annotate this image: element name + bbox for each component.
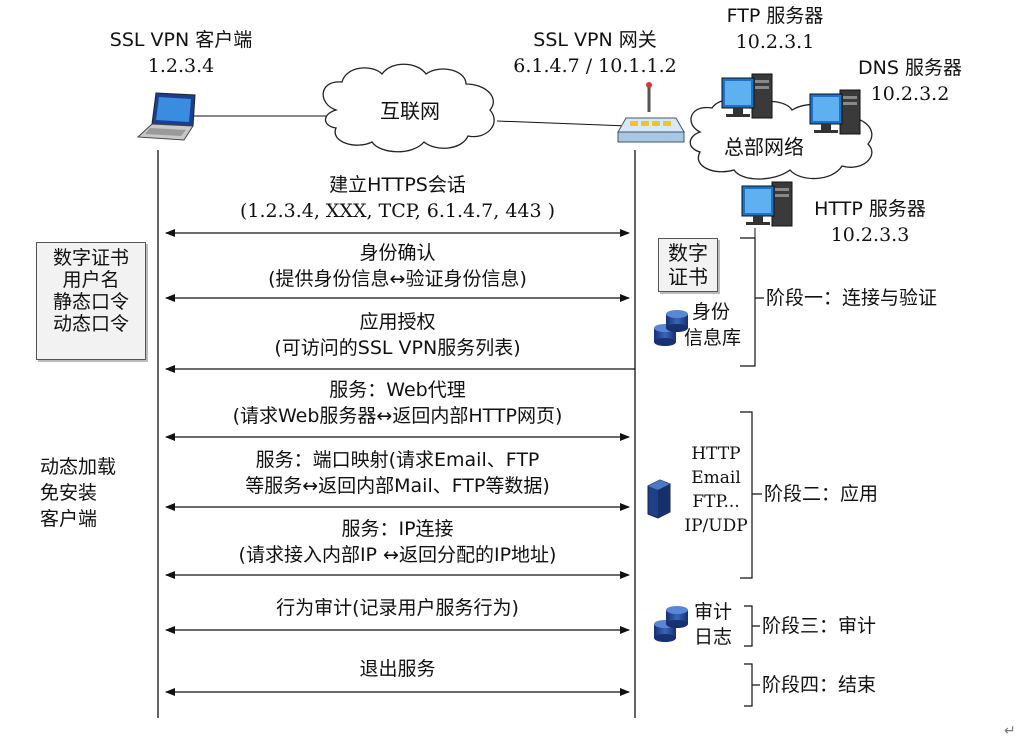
- phase-label-3: 阶段三：审计: [762, 615, 877, 637]
- phase-label-2: 阶段二：应用: [764, 483, 879, 505]
- message-label-main: 身份确认: [359, 242, 436, 264]
- gateway-name-label: SSL VPN 网关: [533, 29, 657, 51]
- identity-database-icon: [654, 310, 688, 346]
- protocol-label: HTTP: [691, 444, 741, 464]
- http-server-icon: [741, 181, 793, 227]
- phase2-bracket: [740, 411, 762, 579]
- client-credentials-box: 数字证书 用户名 静态口令 动态口令: [36, 242, 146, 360]
- identity-db-label: 信息库: [684, 327, 742, 349]
- credential-item: 静态口令: [52, 291, 129, 313]
- phase-label-1: 阶段一：连接与验证: [766, 287, 938, 309]
- message-label-detail: 等服务↔返回内部Mail、FTP等数据): [245, 475, 550, 497]
- hq-network-label: 总部网络: [724, 135, 804, 159]
- client-name-label: SSL VPN 客户端: [109, 29, 253, 51]
- message-label-detail: (提供身份信息↔验证身份信息): [268, 268, 527, 290]
- gateway-ip-label: 6.1.4.7 / 10.1.1.2: [513, 55, 677, 77]
- http-server-name-label: HTTP 服务器: [814, 198, 926, 220]
- client-note-line: 动态加载: [40, 456, 117, 478]
- message-label-main: 行为审计(记录用户服务行为): [276, 597, 519, 619]
- phase4-bracket: [744, 663, 760, 707]
- message-label-detail: (请求Web服务器↔返回内部HTTP网页): [232, 405, 563, 427]
- dns-server-ip-label: 10.2.3.2: [870, 83, 950, 105]
- message-label-main: 服务：Web代理: [329, 379, 466, 401]
- protocol-label: Email: [691, 468, 741, 488]
- certificate-label: 数字: [668, 241, 708, 265]
- phase3-bracket: [744, 605, 760, 647]
- message-label-main: 应用授权: [359, 311, 436, 333]
- laptop-icon: [136, 92, 196, 141]
- client-note-line: 免安装: [40, 482, 98, 504]
- dns-server-icon: [809, 89, 861, 135]
- internet-cloud-icon: [322, 63, 495, 153]
- paragraph-mark-icon: ↵: [1004, 723, 1016, 739]
- ftp-server-name-label: FTP 服务器: [726, 5, 824, 27]
- audit-database-icon: [654, 606, 688, 642]
- internet-label: 互联网: [380, 99, 440, 123]
- dns-server-name-label: DNS 服务器: [858, 57, 962, 79]
- protocol-label: FTP...: [692, 492, 740, 512]
- http-server-ip-label: 10.2.3.3: [830, 224, 910, 246]
- message-label-detail: (1.2.3.4, XXX, TCP, 6.1.4.7, 443 ): [239, 200, 556, 222]
- message-label-detail: (请求接入内部IP ↔返回分配的IP地址): [238, 544, 557, 566]
- audit-log-label: 日志: [694, 626, 733, 648]
- phase1-bracket: [740, 237, 764, 367]
- message-label-main: 服务：IP连接: [341, 518, 454, 540]
- ftp-server-icon: [721, 73, 773, 119]
- identity-db-label: 身份: [692, 301, 731, 323]
- audit-log-label: 审计: [694, 601, 733, 623]
- ftp-server-ip-label: 10.2.3.1: [735, 31, 815, 53]
- message-label-main: 建立HTTPS会话: [329, 174, 466, 196]
- message-label-main: 退出服务: [359, 658, 436, 680]
- client-note-line: 客户端: [40, 508, 98, 530]
- message-label-detail: (可访问的SSL VPN服务列表): [274, 337, 521, 359]
- message-label-main: 服务：端口映射(请求Email、FTP: [255, 449, 540, 471]
- protocol-label: IP/UDP: [684, 516, 748, 536]
- gateway-certificate-box: 数字 证书: [658, 238, 718, 292]
- credential-item: 数字证书: [52, 247, 129, 269]
- credential-item: 用户名: [62, 269, 120, 291]
- internet-gateway-link: [496, 120, 629, 127]
- phase-label-4: 阶段四：结束: [762, 674, 877, 696]
- router-icon: [617, 82, 685, 143]
- application-server-icon: [647, 479, 671, 519]
- client-ip-label: 1.2.3.4: [147, 55, 215, 77]
- certificate-label: 证书: [668, 265, 708, 289]
- credential-item: 动态口令: [52, 313, 129, 335]
